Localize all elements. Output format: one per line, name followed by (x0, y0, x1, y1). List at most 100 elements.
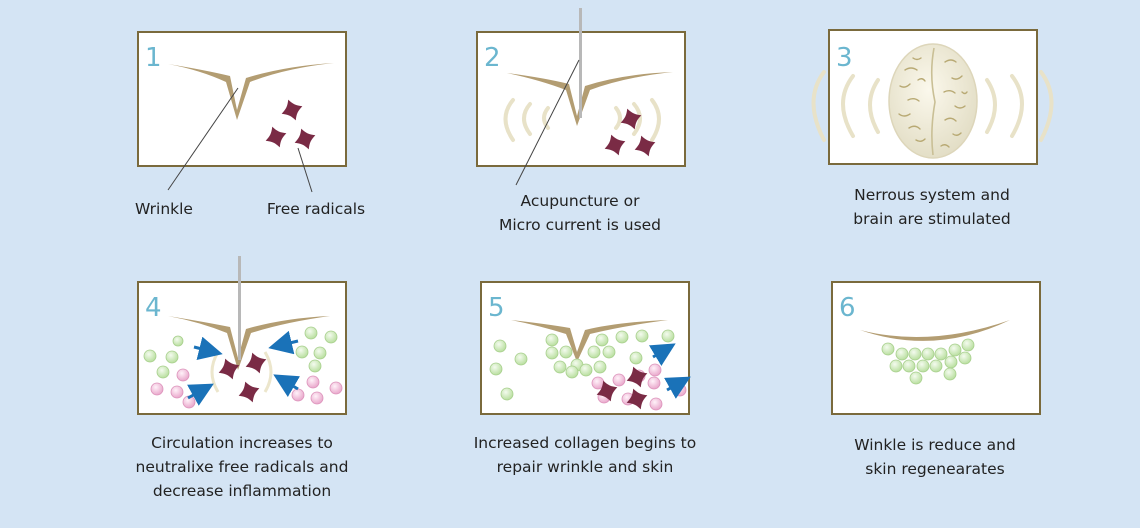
pink-cell-icon (170, 385, 184, 399)
free-radical-icon (245, 352, 267, 374)
step-3-panel: 3 (811, 29, 1054, 165)
step-1-number: 1 (145, 43, 162, 73)
collagen-cell-icon (553, 360, 567, 374)
free-radical-icon (238, 381, 260, 403)
collagen-cell-icon (635, 329, 649, 343)
collagen-cell-icon (629, 351, 643, 365)
collagen-cell-icon (156, 365, 170, 379)
pink-cell-icon (310, 391, 324, 405)
collagen-cell-icon (881, 342, 895, 356)
caption-line: decrease inflammation (152, 482, 332, 500)
caption-line: Increased collagen begins to (473, 434, 697, 452)
collagen-cell-icon (902, 359, 916, 373)
collagen-cell-icon (304, 326, 318, 340)
step-3-caption: Nerrous system and brain are stimulated (822, 183, 1042, 231)
caption-line: Micro current is used (498, 216, 662, 234)
collagen-cell-icon (324, 330, 338, 344)
pink-cell-icon (648, 363, 662, 377)
collagen-cell-icon (889, 359, 903, 373)
collagen-cell-icon (143, 349, 157, 363)
wrinkle-icon (860, 320, 1010, 341)
collagen-cell-icon (545, 333, 559, 347)
step-2-number: 2 (484, 43, 501, 73)
step-6-panel: 6 (831, 281, 1041, 415)
collagen-cell-icon (615, 330, 629, 344)
collagen-cell-icon (489, 362, 503, 376)
collagen-cell-icon (929, 359, 943, 373)
collagen-cell-icon (559, 345, 573, 359)
brain-icon (888, 43, 978, 159)
collagen-cell-icon (944, 355, 958, 369)
stimulation-waves (503, 98, 661, 142)
pink-cell-icon (306, 375, 320, 389)
step-5-panel: 5 (480, 281, 691, 415)
caption-line: Circulation increases to (151, 434, 333, 452)
collagen-cell-icon (165, 350, 179, 364)
collagen-cell-icon (565, 365, 579, 379)
collagen-cell-icon (895, 347, 909, 361)
step-6-number: 6 (839, 293, 856, 323)
collagen-cell-icon (908, 347, 922, 361)
caption-line: neutralixe free radicals and (135, 458, 349, 476)
free-radical-icon (596, 380, 618, 402)
collagen-cell-icon (593, 360, 607, 374)
pink-cell-icon (176, 368, 190, 382)
free-radical-icon (626, 366, 648, 388)
pink-cell-icon (649, 397, 663, 411)
wrinkle-label: Wrinkle (135, 200, 193, 218)
collagen-cell-icon (172, 335, 184, 347)
free-radical-icon (218, 358, 240, 380)
step-4-panel: 4 (137, 281, 347, 415)
free-radical-icon (620, 108, 642, 130)
step-4-caption: Circulation increases to neutralixe free… (112, 431, 372, 503)
free-radical-icon (294, 128, 316, 150)
collagen-cell-icon (916, 359, 930, 373)
step-6-caption: Winkle is reduce and skin regenearates (825, 433, 1045, 481)
step-1-panel: 1 (137, 31, 347, 193)
pink-cell-icon (329, 381, 343, 395)
step-2-caption: Acupuncture or Micro current is used (470, 189, 690, 237)
collagen-cell-icon (958, 351, 972, 365)
collagen-cell-icon (500, 387, 514, 401)
collagen-cell-icon (934, 347, 948, 361)
pink-cell-icon (647, 376, 661, 390)
step-5-caption: Increased collagen begins to repair wrin… (465, 431, 705, 479)
cell-group (881, 338, 975, 385)
collagen-cell-icon (961, 338, 975, 352)
step-4-number: 4 (145, 293, 162, 323)
needle-icon (238, 256, 241, 360)
free-radical-icon (634, 135, 656, 157)
collagen-cell-icon (948, 343, 962, 357)
collagen-cell-icon (308, 359, 322, 373)
collagen-cell-icon (545, 346, 559, 360)
needle-icon (579, 8, 582, 118)
collagen-cell-icon (909, 371, 923, 385)
step-5-number: 5 (488, 293, 505, 323)
cell-group (489, 329, 687, 411)
collagen-cell-icon (921, 347, 935, 361)
free-radical-icon (626, 388, 648, 410)
collagen-cell-icon (595, 333, 609, 347)
collagen-cell-icon (514, 352, 528, 366)
step-3-number: 3 (836, 43, 853, 73)
arrow-icon (648, 343, 691, 399)
arrow-icon (187, 330, 301, 406)
collagen-cell-icon (943, 367, 957, 381)
collagen-cell-icon (587, 345, 601, 359)
collagen-cell-icon (295, 345, 309, 359)
pink-cell-icon (291, 388, 305, 402)
caption-line: brain are stimulated (853, 210, 1011, 228)
stimulation-waves (811, 70, 1054, 142)
free-radical-icon (281, 99, 303, 121)
caption-line: Winkle is reduce and (854, 436, 1016, 454)
free-radicals-label: Free radicals (267, 200, 365, 218)
free-radical-icon (265, 126, 287, 148)
pink-cell-icon (150, 382, 164, 396)
free-radical-icon (604, 134, 626, 156)
caption-line: repair wrinkle and skin (496, 458, 674, 476)
collagen-cell-icon (602, 345, 616, 359)
pink-cell-icon (612, 373, 626, 387)
collagen-cell-icon (493, 339, 507, 353)
caption-line: skin regenearates (865, 460, 1005, 478)
